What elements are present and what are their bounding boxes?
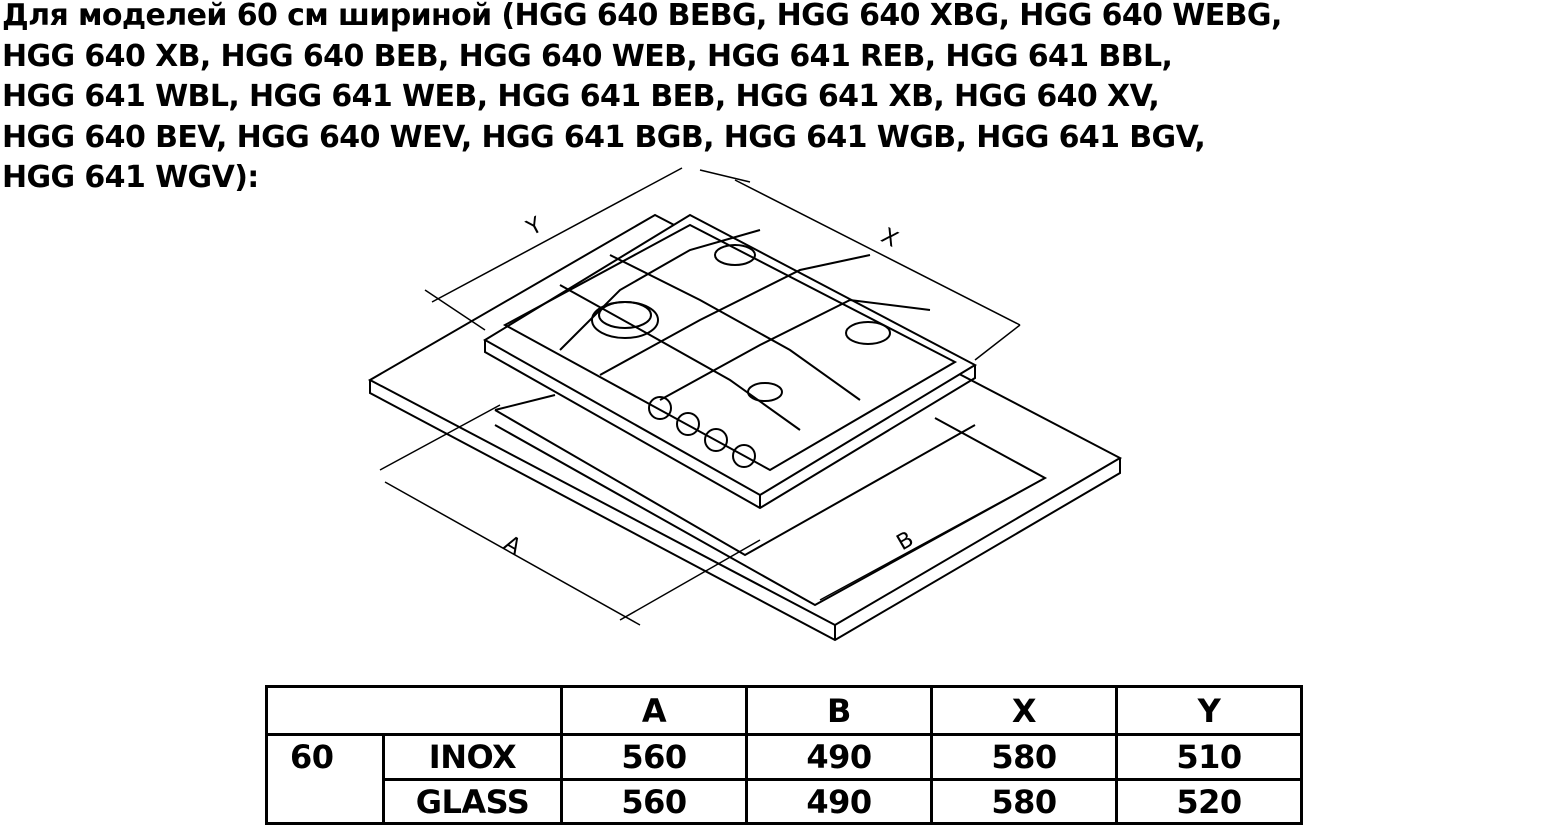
value-cell: 580 xyxy=(930,778,1118,825)
header-cell: Y xyxy=(1115,685,1303,736)
table-row: 60 INOX 560 490 580 510 xyxy=(265,733,1303,825)
dimension-label-x: X xyxy=(877,224,902,253)
type-cell: INOX xyxy=(382,733,563,781)
value-cell: 560 xyxy=(560,733,748,781)
dimension-label-y: Y xyxy=(522,212,547,241)
knob xyxy=(704,428,728,452)
burner xyxy=(845,321,891,345)
heading-line: HGG 640 XB, HGG 640 BEB, HGG 640 WEB, HG… xyxy=(2,38,1173,74)
table-header-row: A B X Y xyxy=(265,685,1303,736)
heading-line: HGG 640 BEV, HGG 640 WEV, HGG 641 BGB, H… xyxy=(2,119,1206,155)
dimensions-table: A B X Y 60 INOX 560 490 580 510 GLASS 56… xyxy=(265,685,1303,825)
header-cell: B xyxy=(745,685,933,736)
header-cell: A xyxy=(560,685,748,736)
heading-line: HGG 641 WBL, HGG 641 WEB, HGG 641 BEB, H… xyxy=(2,79,1160,115)
value-cell: 490 xyxy=(745,778,933,825)
knob xyxy=(648,396,672,420)
knob xyxy=(732,444,756,468)
value-cell: 490 xyxy=(745,733,933,781)
hob xyxy=(483,213,978,510)
value-cell: 510 xyxy=(1115,733,1303,781)
table-row: GLASS 560 490 580 520 xyxy=(267,778,1303,825)
value-cell: 520 xyxy=(1115,778,1303,825)
knob xyxy=(676,412,700,436)
page-heading: Для моделей 60 см шириной (HGG 640 BEBG,… xyxy=(2,0,1282,199)
cutout xyxy=(494,394,1048,607)
dimension-lines xyxy=(379,167,1046,626)
heading-line: HGG 641 WGV): xyxy=(2,160,259,196)
header-cell: X xyxy=(930,685,1118,736)
hob-installation-diagram: A B X Y xyxy=(367,167,1123,642)
width-group-cell: 60 xyxy=(265,733,385,825)
dimension-label-a: A xyxy=(499,531,525,560)
burner xyxy=(714,244,756,266)
empty-header-cell xyxy=(265,685,563,736)
value-cell: 560 xyxy=(560,778,748,825)
value-cell: 580 xyxy=(930,733,1118,781)
type-cell: GLASS xyxy=(382,778,563,825)
heading-line: Для моделей 60 см шириной (HGG 640 BEBG,… xyxy=(2,0,1282,33)
